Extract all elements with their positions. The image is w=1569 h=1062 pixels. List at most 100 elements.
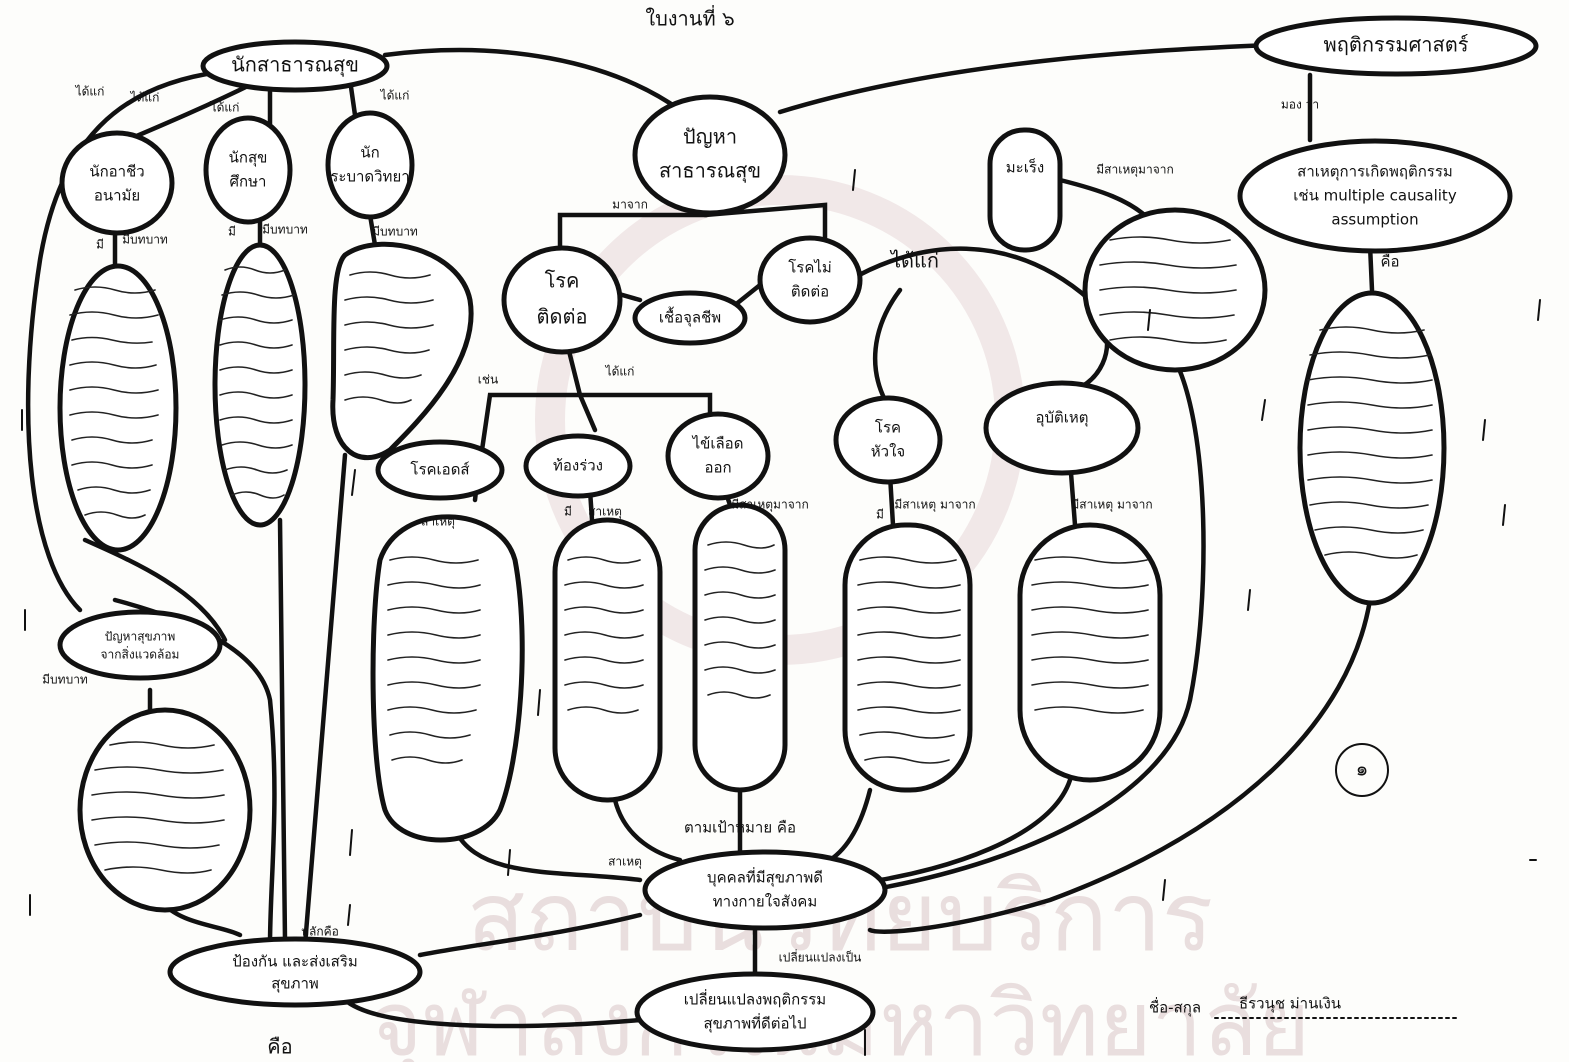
svg-text:มอง ว่า: มอง ว่า xyxy=(1281,98,1319,112)
node-non-communicable: โรคไม่ ติดต่อ xyxy=(757,235,863,325)
svg-text:ออก: ออก xyxy=(704,459,731,477)
node-health-educator: นักสุข ศึกษา xyxy=(203,115,293,225)
svg-text:หัวใจ: หัวใจ xyxy=(871,443,905,461)
svg-text:มีบทบาท: มีบทบาท xyxy=(42,673,88,687)
note-heart-disease xyxy=(842,522,973,793)
svg-text:มีสาเหตุ มาจาก: มีสาเหตุ มาจาก xyxy=(1071,498,1152,513)
svg-text:assumption: assumption xyxy=(1331,211,1418,229)
note-accident xyxy=(1017,522,1163,783)
svg-text:ศึกษา: ศึกษา xyxy=(230,173,267,191)
svg-text:หลักคือ: หลักคือ xyxy=(301,925,339,939)
node-communicable-disease: โรค ติดต่อ xyxy=(501,245,623,355)
svg-text:มี: มี xyxy=(228,225,236,239)
node-microbes: เชื้อจุลชีพ xyxy=(632,290,748,346)
node-public-health-problem: ปัญหา สาธารณสุข xyxy=(632,94,788,216)
svg-text:ได้แก่: ได้แก่ xyxy=(210,101,240,115)
signature: ชื่อ-สกุล ธีรวนุช ม่านเงิน xyxy=(1149,995,1461,1019)
svg-text:ได้แก่: ได้แก่ xyxy=(130,91,160,105)
node-accident: อุบัติเหตุ xyxy=(983,380,1141,476)
svg-text:โรคไม่: โรคไม่ xyxy=(788,259,832,277)
note-diarrhea xyxy=(552,517,663,803)
svg-text:มีบทบาท: มีบทบาท xyxy=(262,223,308,237)
note-aids xyxy=(370,514,525,843)
svg-text:มะเร็ง: มะเร็ง xyxy=(1006,158,1044,177)
svg-text:โรคเอดส์: โรคเอดส์ xyxy=(410,461,469,479)
svg-text:คือ: คือ xyxy=(1380,253,1399,271)
note-epidemiologist xyxy=(330,241,474,461)
svg-text:๑: ๑ xyxy=(1356,757,1369,781)
node-diarrhea: ท้องร่วง xyxy=(523,433,633,499)
svg-text:จากสิ่งแวดล้อม: จากสิ่งแวดล้อม xyxy=(101,646,180,662)
svg-text:มีบทบาท: มีบทบาท xyxy=(372,225,418,239)
svg-text:ระบาดวิทยา: ระบาดวิทยา xyxy=(330,168,409,186)
note-health-officer xyxy=(57,263,179,553)
svg-text:ได้แก่: ได้แก่ xyxy=(605,365,635,379)
svg-text:บุคคลที่มีสุขภาพดี: บุคคลที่มีสุขภาพดี xyxy=(707,867,823,888)
svg-text:พฤติกรรมศาสตร์: พฤติกรรมศาสตร์ xyxy=(1324,33,1469,57)
svg-text:เช่น multiple causality: เช่น multiple causality xyxy=(1293,187,1457,205)
node-cancer: มะเร็ง xyxy=(987,127,1063,253)
svg-text:ทางกายใจสังคม: ทางกายใจสังคม xyxy=(713,893,817,911)
svg-text:ได้แก่: ได้แก่ xyxy=(889,249,939,273)
svg-text:ไข้เลือด: ไข้เลือด xyxy=(692,435,744,453)
note-health-educator xyxy=(212,242,308,528)
svg-text:สาเหตุ: สาเหตุ xyxy=(608,855,642,870)
node-behavioral-science: พฤติกรรมศาสตร์ xyxy=(1253,15,1539,77)
stray-marks xyxy=(21,169,1541,1056)
svg-text:สาธารณสุข: สาธารณสุข xyxy=(659,159,761,184)
svg-text:มีบทบาท: มีบทบาท xyxy=(122,233,168,247)
svg-text:โรค: โรค xyxy=(545,269,580,293)
svg-text:มี: มี xyxy=(564,505,572,519)
svg-text:สาเหตุการเกิดพฤติกรรม: สาเหตุการเกิดพฤติกรรม xyxy=(1297,163,1453,182)
svg-text:ปัญหา: ปัญหา xyxy=(683,125,737,149)
node-public-health-worker: นักสาธารณสุข xyxy=(200,39,390,93)
svg-text:สุขภาพที่ดีต่อไป: สุขภาพที่ดีต่อไป xyxy=(703,1013,806,1034)
svg-text:มี: มี xyxy=(96,238,104,252)
svg-text:มีสาเหตุ มาจาก: มีสาเหตุ มาจาก xyxy=(894,498,975,513)
sheet-title: ใบงานที่ ๖ xyxy=(645,5,734,31)
svg-text:ได้แก่: ได้แก่ xyxy=(380,89,410,103)
node-health-officer: นักอาชีว อนามัย xyxy=(59,130,175,236)
node-change-behavior: เปลี่ยนแปลงพฤติกรรม สุขภาพที่ดีต่อไป xyxy=(634,971,876,1053)
svg-text:มีสาเหตุมาจาก: มีสาเหตุมาจาก xyxy=(1096,163,1173,178)
svg-text:ได้แก่: ได้แก่ xyxy=(75,85,105,99)
svg-text:เปลี่ยนแปลงเป็น: เปลี่ยนแปลงเป็น xyxy=(779,949,862,965)
svg-text:นัก: นัก xyxy=(360,144,379,162)
svg-text:สุขภาพ: สุขภาพ xyxy=(271,975,319,994)
svg-text:เปลี่ยนแปลงพฤติกรรม: เปลี่ยนแปลงพฤติกรรม xyxy=(684,989,826,1009)
svg-text:ตามเป้าหมาย คือ: ตามเป้าหมาย คือ xyxy=(684,819,796,837)
note-causation xyxy=(1297,290,1447,606)
node-causation: สาเหตุการเกิดพฤติกรรม เช่น multiple caus… xyxy=(1237,138,1513,254)
svg-text:เชื้อจุลชีพ: เชื้อจุลชีพ xyxy=(659,307,721,328)
svg-text:ธีรวนุช ม่านเงิน: ธีรวนุช ม่านเงิน xyxy=(1239,995,1341,1014)
svg-text:คือ: คือ xyxy=(267,1035,292,1059)
node-prevention: ป้องกัน และส่งเสริม สุขภาพ xyxy=(167,936,423,1008)
svg-text:ปัญหาสุขภาพ: ปัญหาสุขภาพ xyxy=(105,630,176,645)
node-epidemiologist: นัก ระบาดวิทยา xyxy=(325,110,415,220)
node-heart-disease: โรค หัวใจ xyxy=(833,395,943,485)
svg-text:เช่น: เช่น xyxy=(478,373,498,387)
svg-text:อนามัย: อนามัย xyxy=(94,187,140,205)
svg-text:นักอาชีว: นักอาชีว xyxy=(89,163,144,181)
note-dengue xyxy=(692,502,788,793)
edge-labels: ได้แก่ ได้แก่ ได้แก่ ได้แก่ ได้แก่ ได้แก… xyxy=(42,85,1399,1059)
node-aids: โรคเอดส์ xyxy=(375,439,505,501)
svg-text:ชื่อ-สกุล: ชื่อ-สกุล xyxy=(1149,997,1201,1018)
svg-text:นักสุข: นักสุข xyxy=(229,149,268,168)
svg-text:สาเหตุ: สาเหตุ xyxy=(588,505,622,520)
note-lower-left xyxy=(77,707,253,913)
svg-text:ป้องกัน และส่งเสริม: ป้องกัน และส่งเสริม xyxy=(232,953,358,971)
note-cancer xyxy=(1082,207,1268,373)
svg-text:มี: มี xyxy=(876,508,884,522)
node-lower-left: ปัญหาสุขภาพ จากสิ่งแวดล้อม xyxy=(57,609,223,681)
svg-text:อุบัติเหตุ: อุบัติเหตุ xyxy=(1035,409,1088,428)
svg-text:สาเหตุ: สาเหตุ xyxy=(421,515,455,530)
svg-text:นักสาธารณสุข: นักสาธารณสุข xyxy=(231,53,359,78)
svg-text:ติดต่อ: ติดต่อ xyxy=(791,283,829,301)
node-dengue: ไข้เลือด ออก xyxy=(665,411,771,501)
svg-text:โรค: โรค xyxy=(875,419,901,437)
svg-text:ติดต่อ: ติดต่อ xyxy=(537,305,588,329)
node-wellness-center: บุคคลที่มีสุขภาพดี ทางกายใจสังคม xyxy=(642,849,888,931)
